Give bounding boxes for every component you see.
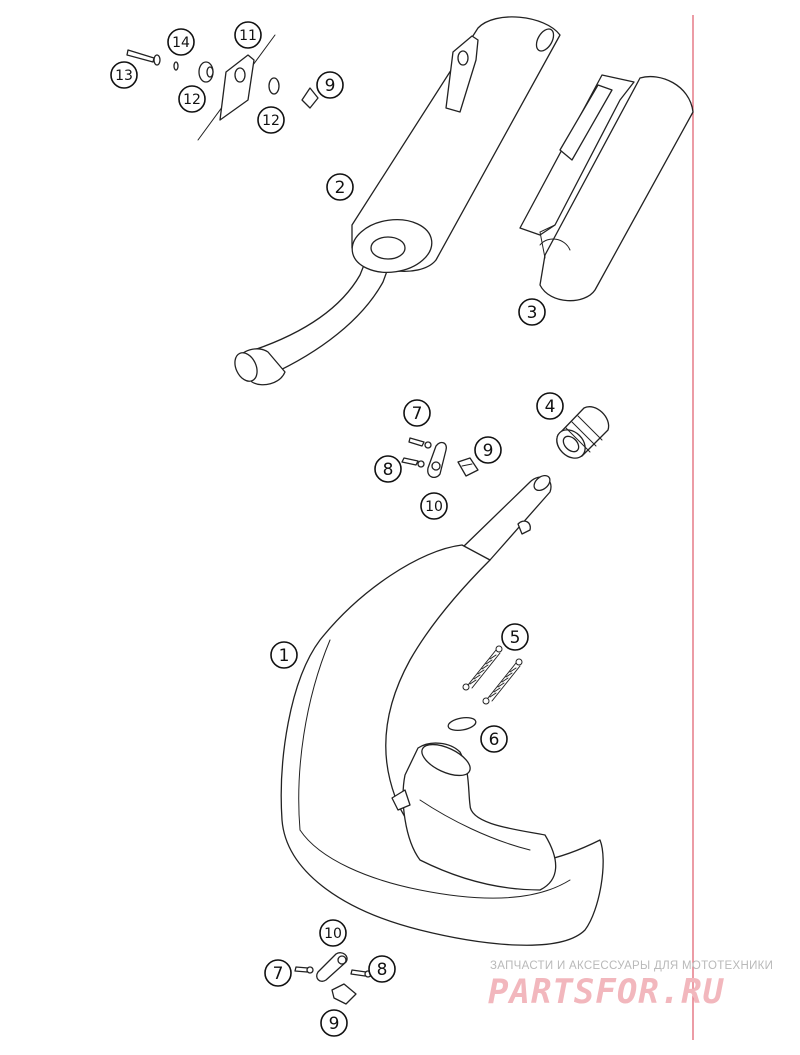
- callout-c3: 3: [518, 298, 546, 326]
- callout-c10a: 10: [420, 492, 448, 520]
- callout-label: 14: [172, 35, 190, 51]
- callout-c14: 14: [167, 28, 195, 56]
- callout-c9a: 9: [474, 436, 502, 464]
- callout-label: 8: [377, 960, 388, 980]
- callout-label: 3: [527, 303, 538, 323]
- callout-c1: 1: [270, 641, 298, 669]
- watermark-caption: ЗАПЧАСТИ И АКСЕССУАРЫ ДЛЯ МОТОТЕХНИКИ: [490, 960, 774, 972]
- exhaust-pipe-part-1: [280, 474, 604, 946]
- o-ring-part-6: [447, 716, 477, 732]
- callout-circle: [474, 436, 502, 464]
- callout-label: 7: [273, 964, 284, 984]
- callout-c7b: 7: [264, 959, 292, 987]
- callout-circle: [167, 28, 195, 56]
- callout-circle: [536, 392, 564, 420]
- callout-circle: [374, 455, 402, 483]
- callout-circle: [501, 623, 529, 651]
- callout-c8b: 8: [368, 955, 396, 983]
- callout-circle: [178, 85, 206, 113]
- callout-circle: [368, 955, 396, 983]
- silencer-part-2: [234, 16, 561, 386]
- callout-c2: 2: [326, 173, 354, 201]
- callout-circle: [264, 959, 292, 987]
- callout-circle: [480, 725, 508, 753]
- callout-circle: [234, 21, 262, 49]
- callout-label: 12: [183, 92, 201, 108]
- callout-label: 9: [483, 441, 494, 461]
- callout-circle: [326, 173, 354, 201]
- callout-label: 7: [412, 404, 423, 424]
- packing-part-4: [556, 406, 610, 459]
- callout-label: 5: [510, 628, 521, 648]
- callout-c12a: 12: [178, 85, 206, 113]
- callout-c12b: 12: [257, 106, 285, 134]
- callout-c5: 5: [501, 623, 529, 651]
- callout-label: 9: [329, 1014, 340, 1034]
- callout-label: 13: [115, 68, 133, 84]
- callout-c9b: 9: [320, 1009, 348, 1037]
- callout-c13: 13: [110, 61, 138, 89]
- callout-circle: [257, 106, 285, 134]
- callout-circle: [403, 399, 431, 427]
- callout-circle: [518, 298, 546, 326]
- callout-label: 1: [279, 646, 290, 666]
- mount-hardware-top: [126, 34, 319, 141]
- callout-circle: [316, 71, 344, 99]
- callout-label: 9: [325, 76, 336, 96]
- callout-label: 10: [324, 926, 342, 942]
- watermark-logo: PARTSFOR.RU: [488, 972, 725, 1012]
- callout-label: 6: [489, 730, 500, 750]
- callout-label: 12: [262, 113, 280, 129]
- callout-c7a: 7: [403, 399, 431, 427]
- callout-circle: [320, 1009, 348, 1037]
- callout-c8a: 8: [374, 455, 402, 483]
- callout-c4: 4: [536, 392, 564, 420]
- bracket-set-lower: [294, 952, 372, 1005]
- callout-circle: [110, 61, 138, 89]
- callout-c9c: 9: [316, 71, 344, 99]
- callout-label: 10: [425, 499, 443, 515]
- callout-c11: 11: [234, 21, 262, 49]
- callout-label: 2: [335, 178, 346, 198]
- callout-label: 4: [545, 397, 556, 417]
- callout-label: 8: [383, 460, 394, 480]
- callout-circle: [319, 919, 347, 947]
- callout-circle: [270, 641, 298, 669]
- callout-label: 11: [239, 28, 257, 44]
- callout-c6: 6: [480, 725, 508, 753]
- heat-shield-part-3: [519, 74, 694, 302]
- springs-part-5: [462, 645, 523, 705]
- callout-circle: [420, 492, 448, 520]
- bracket-set-upper: [401, 437, 479, 479]
- callout-c10b: 10: [319, 919, 347, 947]
